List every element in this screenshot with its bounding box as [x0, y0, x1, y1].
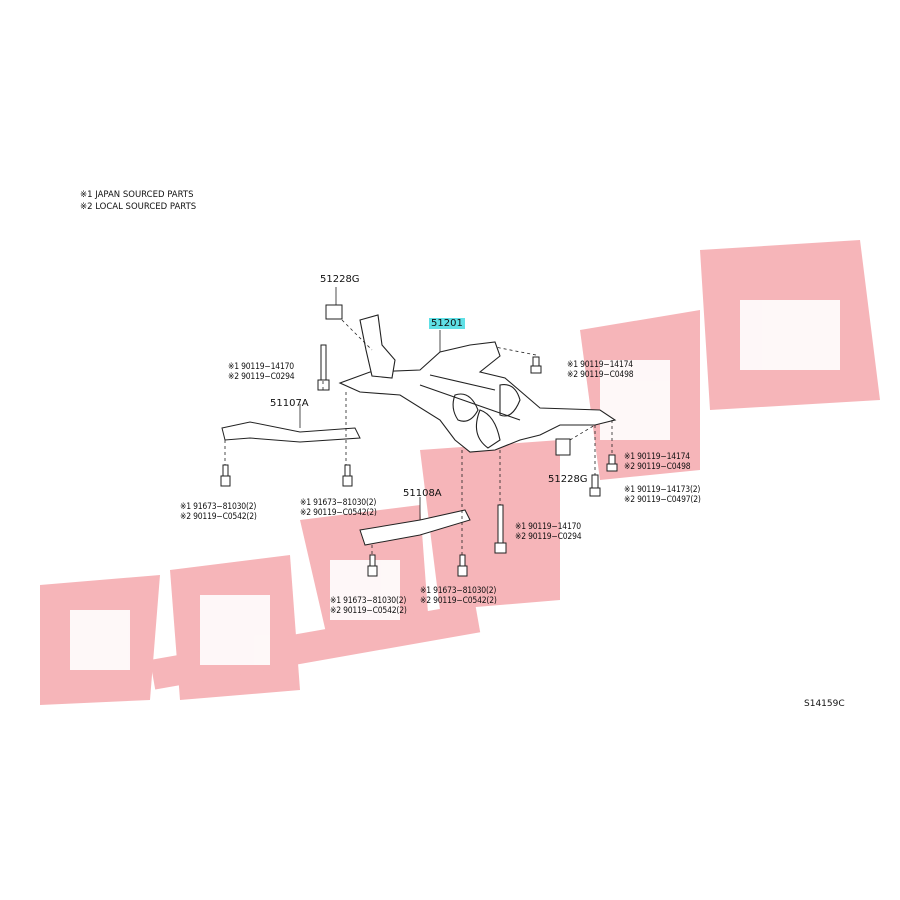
callout-low-right-1[interactable]: ※1 90119−14173(2)	[624, 485, 701, 495]
callout-center-bolt-2[interactable]: ※2 90119−C0294	[515, 532, 582, 542]
callout-arm-left-a1[interactable]: ※1 91673−81030(2)	[180, 502, 257, 512]
part-51108a[interactable]: 51108A	[403, 488, 442, 499]
callout-arm-left-a2[interactable]: ※2 90119−C0542(2)	[180, 512, 257, 522]
callout-low-right-2[interactable]: ※2 90119−C0497(2)	[624, 495, 701, 505]
callout-arm-left-b2[interactable]: ※2 90119−C0542(2)	[300, 508, 377, 518]
leader-lines	[224, 287, 613, 555]
callout-arm-right-b1[interactable]: ※1 91673−81030(2)	[420, 586, 497, 596]
part-51228g-upper[interactable]: 51228G	[320, 274, 360, 285]
callout-mid-right-2[interactable]: ※2 90119−C0498	[624, 462, 691, 472]
bracket-upper	[325, 304, 343, 320]
bracket-lower	[555, 438, 571, 456]
callout-top-right-2[interactable]: ※2 90119−C0498	[567, 370, 634, 380]
part-51228g-lower[interactable]: 51228G	[548, 474, 588, 485]
bolts	[220, 344, 618, 577]
callout-arm-right-a2[interactable]: ※2 90119−C0542(2)	[330, 606, 407, 616]
subframe-body	[338, 314, 617, 453]
callout-left-bolt-1[interactable]: ※1 90119−14170	[228, 362, 294, 372]
callout-center-bolt-1[interactable]: ※1 90119−14170	[515, 522, 581, 532]
callout-left-bolt-2[interactable]: ※2 90119−C0294	[228, 372, 295, 382]
callout-top-right-1[interactable]: ※1 90119−14174	[567, 360, 633, 370]
diagram-code: S14159C	[804, 699, 845, 709]
callout-arm-right-b2[interactable]: ※2 90119−C0542(2)	[420, 596, 497, 606]
legend-japan: ※1 JAPAN SOURCED PARTS	[80, 190, 194, 200]
part-51107a[interactable]: 51107A	[270, 398, 309, 409]
callout-mid-right-1[interactable]: ※1 90119−14174	[624, 452, 690, 462]
callout-arm-right-a1[interactable]: ※1 91673−81030(2)	[330, 596, 407, 606]
arm-left	[221, 421, 361, 443]
callout-arm-left-b1[interactable]: ※1 91673−81030(2)	[300, 498, 377, 508]
legend-local: ※2 LOCAL SOURCED PARTS	[80, 202, 197, 212]
part-51201-highlight: 51201	[429, 318, 465, 329]
part-51201[interactable]: 51201	[429, 318, 465, 329]
